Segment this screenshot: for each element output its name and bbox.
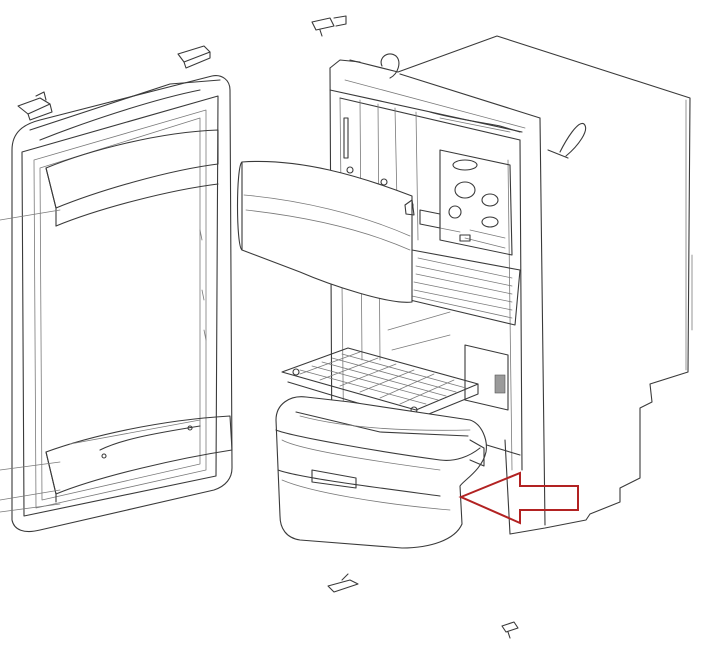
crisper-drawer <box>275 396 487 549</box>
refrigerator-door <box>0 75 233 533</box>
door-latch <box>177 45 211 69</box>
freezer-flap <box>236 160 415 303</box>
arrow-left-icon <box>458 471 579 525</box>
wire-shelf-upper <box>409 249 521 326</box>
bottom-clip <box>501 621 519 639</box>
hinge-top <box>311 15 347 37</box>
hinge-bottom <box>327 573 359 593</box>
door-clip <box>17 91 53 121</box>
